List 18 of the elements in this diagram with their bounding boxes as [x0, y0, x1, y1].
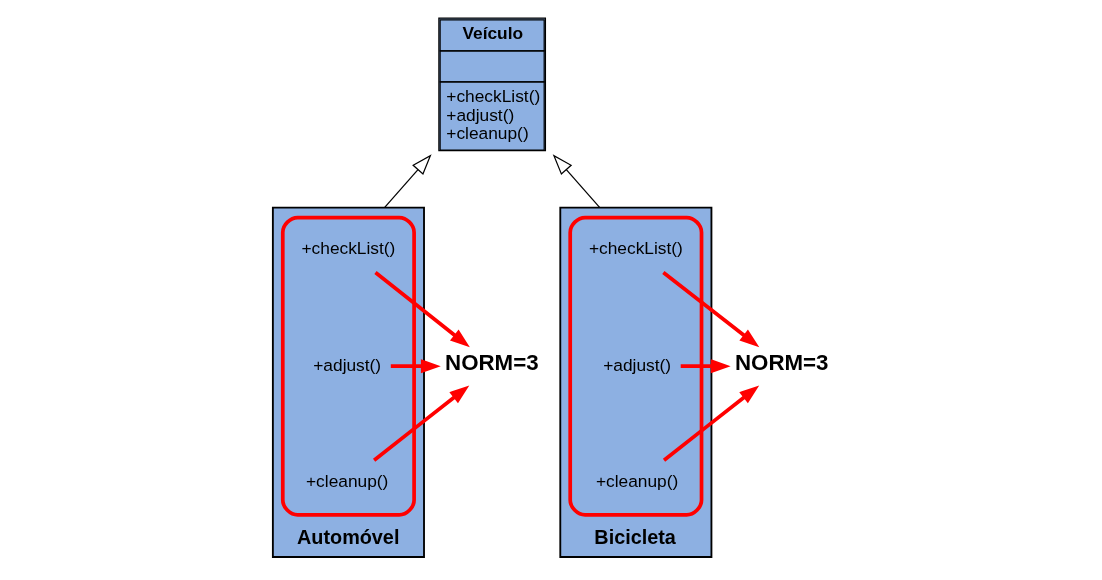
arrow: [662, 385, 760, 462]
node-text: +cleanup(): [595, 471, 679, 492]
cluster: [280, 215, 416, 517]
arrow: [390, 359, 441, 374]
node-text: +checkList(): [588, 238, 683, 259]
node-text: NORM=3: [734, 350, 829, 376]
node-text: +adjust(): [603, 354, 672, 375]
node-text: +checkList(): [301, 238, 396, 259]
arrow: [372, 385, 470, 462]
cluster: [568, 215, 704, 517]
node-text: +adjust(): [313, 354, 382, 375]
arrow: [552, 154, 601, 209]
arrow: [374, 270, 470, 348]
arrow: [680, 359, 731, 374]
node-text: NORM=3: [445, 350, 539, 376]
arrow: [662, 270, 760, 348]
node-text: +cleanup(): [306, 471, 389, 492]
arrow: [383, 154, 432, 209]
